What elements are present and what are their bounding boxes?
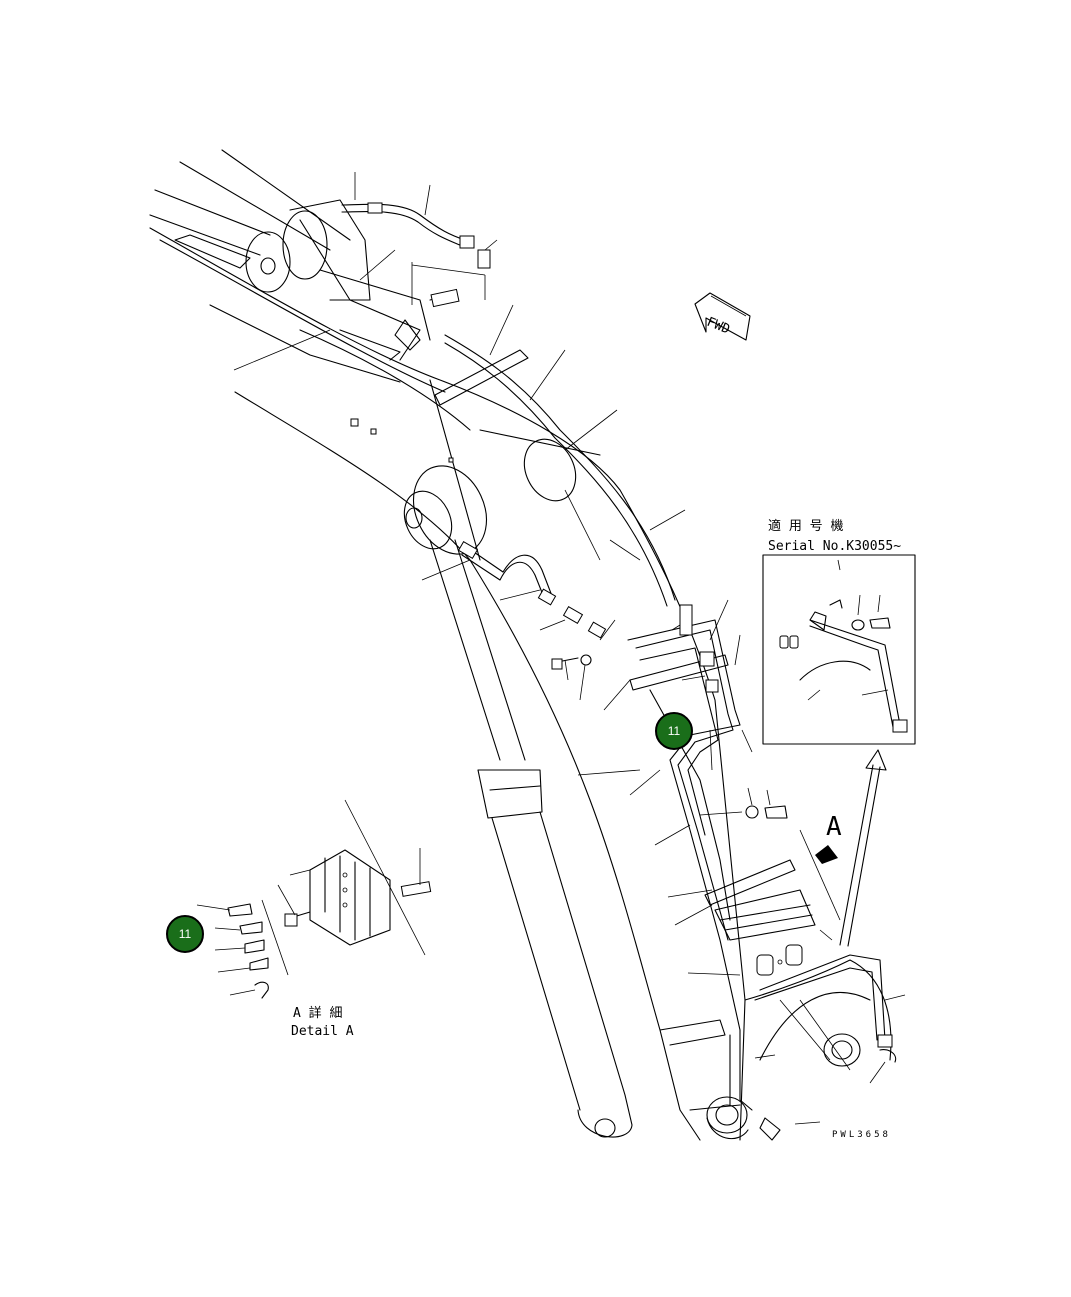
boom-foot <box>149 149 454 463</box>
boom-cylinder <box>403 429 633 1138</box>
fwd-label: FWD <box>705 315 733 338</box>
serial-inset: 適 用 号 機 Serial No.K30055~ <box>762 518 916 745</box>
detail-a: A 詳 細 Detail A <box>196 799 432 1039</box>
marker-circle[interactable] <box>166 915 204 953</box>
marker-circle[interactable] <box>655 712 693 750</box>
serial-title-jp: 適 用 号 機 <box>768 518 843 534</box>
hoses-mid <box>421 489 661 796</box>
piping-right <box>603 599 906 1141</box>
detail-title-jp: A 詳 細 <box>293 1005 342 1021</box>
detail-title-en: Detail A <box>291 1024 354 1039</box>
marker-label[interactable]: 11 <box>179 927 192 941</box>
hoses-top <box>341 172 686 607</box>
view-a-arrow: A <box>815 749 887 947</box>
callout-marker[interactable]: 11 <box>166 915 204 953</box>
serial-inset-frame <box>762 554 916 745</box>
view-a-label: A <box>826 812 842 842</box>
serial-number: Serial No.K30055~ <box>768 539 901 554</box>
marker-label[interactable]: 11 <box>668 724 681 738</box>
callout-marker[interactable]: 11 <box>655 712 693 750</box>
boom-body <box>149 227 892 1141</box>
fwd-arrow: FWD <box>694 292 751 341</box>
drawing-code: PWL3658 <box>832 1130 891 1140</box>
